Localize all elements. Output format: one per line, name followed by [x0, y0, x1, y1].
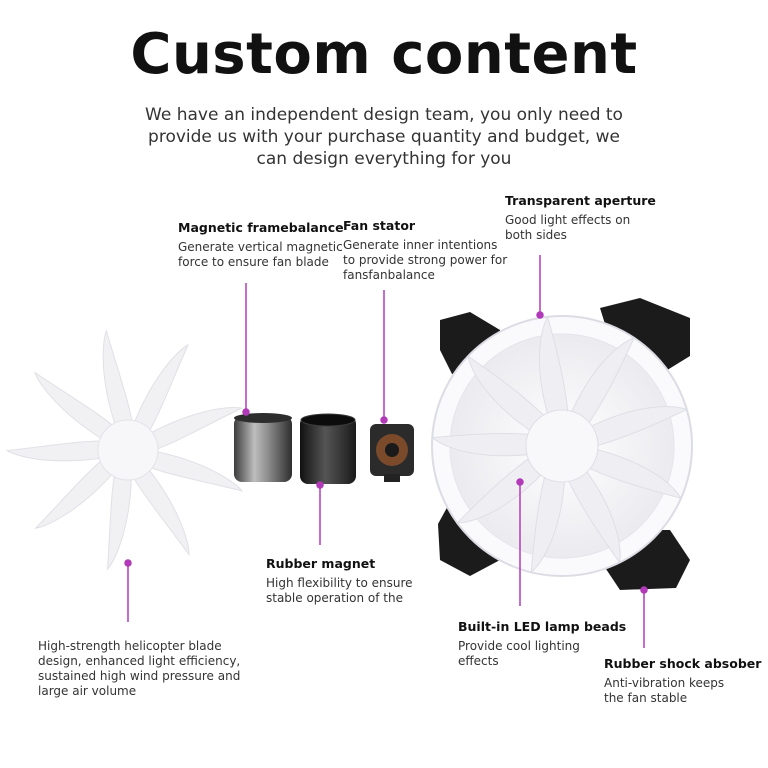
callout-line: Anti-vibration keeps [604, 676, 725, 690]
leader-blade [124, 559, 132, 622]
callout-fan-stator: Fan stator Generate inner intentions to … [343, 218, 507, 283]
callout-line: to provide strong power for [343, 253, 508, 267]
callout-line: fansfanbalance [343, 268, 435, 282]
callout-title: Transparent aperture [505, 193, 656, 208]
callout-line: Generate inner intentions [343, 238, 498, 252]
callout-line: Generate vertical magnetic [178, 240, 343, 254]
callout-line: design, enhanced light efficiency, [38, 654, 241, 668]
callout-led-beads: Built-in LED lamp beads Provide cool lig… [458, 619, 626, 669]
callout-line: both sides [505, 228, 567, 242]
callout-title: Fan stator [343, 218, 416, 233]
page-title: Custom content [130, 22, 638, 87]
leader-transparent-aperture [536, 255, 544, 319]
callout-line: sustained high wind pressure and [38, 669, 241, 683]
callout-transparent-aperture: Transparent aperture Good light effects … [505, 193, 656, 243]
callout-line: force to ensure fan blade [178, 255, 329, 269]
subtitle-line: We have an independent design team, you … [145, 105, 623, 125]
subtitle-line: can design everything for you [256, 149, 512, 169]
leader-magnetic-frame [242, 283, 250, 416]
callout-line: High-strength helicopter blade [38, 639, 222, 653]
leader-fan-stator [380, 290, 388, 424]
callout-line: Provide cool lighting [458, 639, 580, 653]
callout-line: large air volume [38, 684, 137, 698]
callout-blade: High-strength helicopter blade design, e… [38, 639, 240, 699]
callout-line: the fan stable [604, 691, 688, 705]
callout-title: Rubber magnet [266, 556, 376, 571]
leader-led-beads [516, 478, 524, 606]
callout-title: Magnetic framebalance [178, 220, 344, 235]
callout-rubber-magnet: Rubber magnet High flexibility to ensure… [266, 556, 413, 606]
callout-title: Built-in LED lamp beads [458, 619, 627, 634]
callout-line: effects [458, 654, 499, 668]
callout-line: High flexibility to ensure [266, 576, 413, 590]
leader-shock-absorber [640, 586, 648, 648]
callout-magnetic-frame: Magnetic framebalance Generate vertical … [178, 220, 344, 270]
magnetic-ring [234, 413, 292, 482]
callout-shock-absorber: Rubber shock absober Anti-vibration keep… [604, 656, 761, 706]
rubber-magnet-ring [300, 413, 356, 484]
callout-line: Good light effects on [505, 213, 631, 227]
subtitle-line: provide us with your purchase quantity a… [148, 127, 620, 147]
impeller-blade [5, 329, 244, 571]
leader-rubber-magnet [316, 481, 324, 545]
subtitle: We have an independent design team, you … [110, 104, 658, 170]
callout-title: Rubber shock absober [604, 656, 762, 671]
fan-stator [370, 424, 414, 482]
assembled-fan [431, 298, 693, 590]
callout-line: stable operation of the [266, 591, 403, 605]
